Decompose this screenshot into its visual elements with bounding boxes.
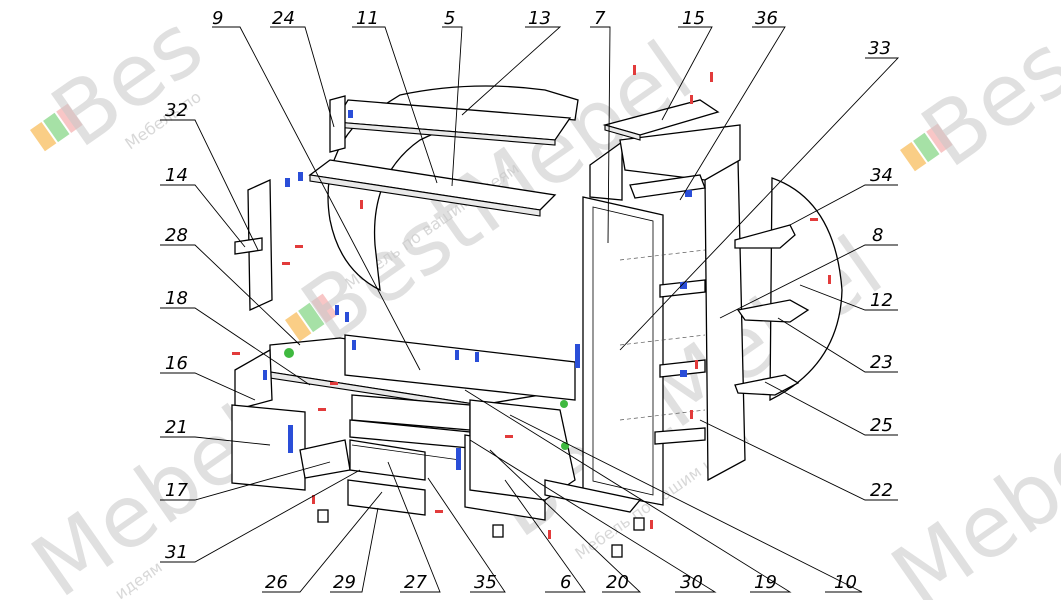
handles bbox=[288, 344, 580, 470]
callout-23: 23 bbox=[870, 352, 893, 373]
brackets bbox=[263, 110, 692, 380]
callout-13: 13 bbox=[528, 8, 551, 29]
arc-panel-upper bbox=[327, 85, 579, 292]
base-plinth bbox=[544, 479, 642, 513]
callout-34: 34 bbox=[870, 165, 893, 186]
watermark-logo-topright bbox=[900, 123, 953, 172]
long-shelf bbox=[308, 159, 557, 217]
callout-14: 14 bbox=[165, 165, 188, 186]
callout-18: 18 bbox=[165, 288, 188, 309]
tall-shelf-1 bbox=[629, 174, 706, 199]
watermark-logo-center bbox=[285, 293, 338, 342]
right-curved-panel bbox=[769, 177, 843, 402]
right-shelf-mid bbox=[736, 299, 810, 323]
callout-16: 16 bbox=[165, 353, 188, 374]
callout-11: 11 bbox=[356, 8, 379, 29]
callout-17: 17 bbox=[165, 480, 188, 501]
tall-shelf-4 bbox=[654, 427, 706, 445]
callout-27: 27 bbox=[404, 572, 427, 593]
tall-shelf-3 bbox=[659, 359, 706, 378]
callout-33: 33 bbox=[868, 38, 891, 59]
tall-left-panel bbox=[589, 140, 623, 201]
callout-28: 28 bbox=[165, 225, 188, 246]
callout-30: 30 bbox=[680, 572, 703, 593]
callout-36: 36 bbox=[755, 8, 778, 29]
feet bbox=[317, 509, 645, 558]
callout-5: 5 bbox=[444, 8, 455, 29]
watermark-logo-topleft bbox=[30, 103, 83, 152]
callout-9: 9 bbox=[212, 8, 223, 29]
callout-32: 32 bbox=[165, 100, 188, 121]
upright-24 bbox=[329, 95, 346, 153]
callout-19: 19 bbox=[754, 572, 777, 593]
watermark-brand-bottomright: Mebel bbox=[875, 397, 1061, 600]
pins bbox=[232, 65, 831, 539]
callout-7: 7 bbox=[594, 8, 606, 29]
callout-35: 35 bbox=[474, 572, 497, 593]
furniture-drawing bbox=[231, 85, 843, 558]
callout-29: 29 bbox=[333, 572, 356, 593]
callout-31: 31 bbox=[165, 542, 188, 563]
leader-lines bbox=[160, 26, 900, 593]
callout-labels: 9 24 11 5 13 7 15 36 33 32 14 28 34 8 12… bbox=[165, 8, 893, 593]
callout-26: 26 bbox=[265, 572, 288, 593]
callout-22: 22 bbox=[870, 480, 893, 501]
callout-21: 21 bbox=[165, 417, 188, 438]
right-shelf-top bbox=[734, 224, 796, 249]
drawer-unit bbox=[347, 394, 471, 516]
callout-12: 12 bbox=[870, 290, 893, 311]
callout-10: 10 bbox=[834, 572, 857, 593]
tall-glass-door bbox=[582, 140, 664, 506]
callout-15: 15 bbox=[682, 8, 705, 29]
left-cabinet bbox=[231, 348, 351, 491]
callout-6: 6 bbox=[560, 572, 571, 593]
callout-20: 20 bbox=[606, 572, 629, 593]
tv-back-panel bbox=[344, 334, 576, 401]
callout-24: 24 bbox=[272, 8, 295, 29]
callout-8: 8 bbox=[872, 225, 883, 246]
right-shelf-low bbox=[734, 374, 800, 396]
callout-25: 25 bbox=[870, 415, 893, 436]
